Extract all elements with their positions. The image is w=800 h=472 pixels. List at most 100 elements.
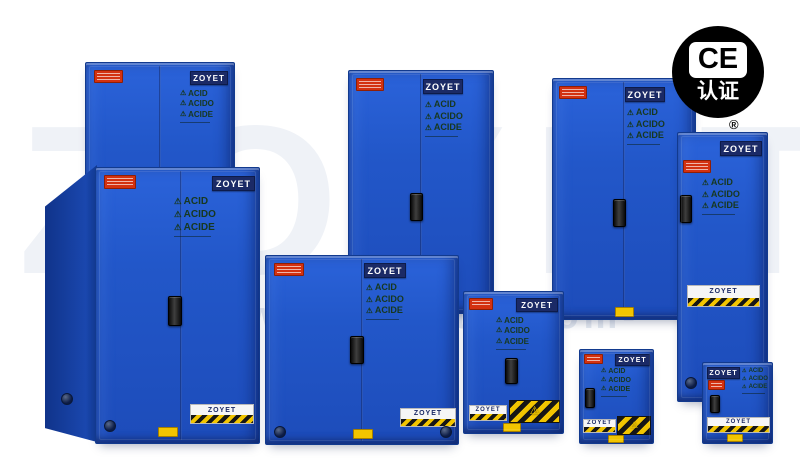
warning-line: ⚠ACID bbox=[174, 195, 216, 208]
door-handle bbox=[350, 336, 364, 364]
warning-triangle-icon: ⚠ bbox=[366, 294, 373, 304]
acid-warning-label: ⚠ACID ⚠ACIDO ⚠ACIDE bbox=[425, 99, 463, 137]
zoyet-bottom-label: ZOYET bbox=[469, 405, 507, 421]
danger-label bbox=[708, 380, 725, 390]
warning-triangle-icon: ⚠ bbox=[627, 119, 634, 129]
warning-triangle-icon: ⚠ bbox=[601, 376, 607, 383]
zoyet-logo-text: ZOYET bbox=[215, 178, 251, 189]
door-handle bbox=[505, 358, 518, 384]
door-handle bbox=[613, 199, 626, 227]
warning-text: ACIDE bbox=[608, 386, 631, 394]
hazard-stripe bbox=[708, 426, 769, 432]
warning-line: ⚠ACIDE bbox=[180, 110, 214, 120]
warning-triangle-icon: ⚠ bbox=[702, 201, 709, 211]
warning-triangle-icon: ⚠ bbox=[174, 196, 182, 207]
warning-text: ACIDO bbox=[608, 377, 631, 385]
zoyet-logo: ZOYET bbox=[625, 87, 665, 102]
warning-triangle-icon: ⚠ bbox=[425, 123, 432, 133]
bottom-label-brand: ZOYET bbox=[475, 407, 501, 414]
warning-line: ⚠ACIDE bbox=[425, 122, 463, 134]
spec-sticker bbox=[727, 434, 743, 442]
ce-mark: CE bbox=[688, 42, 748, 78]
vent-hole bbox=[61, 393, 73, 405]
warning-text: ACIDO bbox=[710, 188, 740, 199]
cabinet-front-face: ZOYET ⚠ACID ⚠ACIDO ⚠ACIDE ZOYET bbox=[95, 167, 260, 444]
warning-triangle-icon: ⚠ bbox=[174, 209, 182, 220]
warning-text: ACIDO bbox=[635, 118, 665, 129]
warning-triangle-icon: ⚠ bbox=[180, 110, 187, 118]
zoyet-logo-text: ZOYET bbox=[723, 143, 759, 154]
zoyet-bottom-label: ZOYET bbox=[190, 404, 254, 424]
vent-hole bbox=[685, 377, 697, 389]
warning-text: ACIDE bbox=[635, 130, 664, 141]
danger-label bbox=[584, 354, 603, 364]
warning-text: ACIDE bbox=[710, 200, 739, 211]
warning-triangle-icon: ⚠ bbox=[742, 383, 747, 390]
warning-line: ⚠ACID bbox=[702, 177, 740, 189]
warning-triangle-icon: ⚠ bbox=[366, 306, 373, 316]
warning-line: ⚠ACID bbox=[742, 368, 768, 376]
warning-line: ⚠ACIDO bbox=[627, 119, 665, 131]
warning-text: ACIDE bbox=[183, 222, 215, 233]
danger-label bbox=[356, 78, 384, 91]
warning-triangle-icon: ⚠ bbox=[180, 100, 187, 108]
acid-cabinet-narrow-small: ZOYET ⚠ACID ⚠ACIDO ⚠ACIDE ZOYET bbox=[702, 362, 773, 444]
warning-line: ⚠ACIDE bbox=[627, 130, 665, 142]
spec-sticker bbox=[615, 307, 634, 317]
warning-triangle-icon: ⚠ bbox=[742, 376, 747, 383]
hazard-stripe bbox=[401, 418, 455, 426]
danger-label bbox=[94, 70, 123, 83]
zoyet-logo-text: ZOYET bbox=[521, 300, 553, 310]
door-handle bbox=[585, 388, 595, 408]
warning-triangle-icon: ⚠ bbox=[496, 316, 503, 324]
bottom-label-brand: ZOYET bbox=[207, 406, 237, 414]
acid-warning-label: ⚠ACID ⚠ACIDO ⚠ACIDE bbox=[180, 89, 214, 123]
warning-line: ⚠ACIDE bbox=[496, 337, 530, 347]
warning-text: ACID bbox=[183, 196, 209, 207]
warning-line: ⚠ACIDE bbox=[742, 384, 768, 392]
door-handle bbox=[680, 195, 692, 223]
zoyet-bottom-label: ZOYET bbox=[400, 408, 456, 427]
warning-text: ACIDE bbox=[374, 305, 403, 316]
warning-text: ACIDE bbox=[748, 383, 768, 390]
warning-text: ACID bbox=[710, 177, 733, 187]
vent-hole bbox=[104, 420, 116, 432]
hazard-warning-label: ⚠ bbox=[617, 416, 651, 435]
vent-hole bbox=[274, 426, 286, 438]
warning-line: ⚠ACIDE bbox=[702, 200, 740, 212]
acid-warning-label: ⚠ACID ⚠ACIDO ⚠ACIDE bbox=[174, 195, 216, 237]
door-handle bbox=[168, 296, 182, 326]
warning-line: ⚠ACID bbox=[601, 367, 631, 376]
warning-text: ACID bbox=[748, 368, 764, 374]
warning-line: ⚠ACID bbox=[180, 89, 214, 99]
hazard-warning-label: ⚠ bbox=[509, 400, 560, 423]
warning-triangle-icon: ⚠ bbox=[702, 178, 709, 188]
spec-sticker bbox=[353, 429, 373, 439]
zoyet-logo-text: ZOYET bbox=[193, 73, 225, 83]
warning-text: ACID bbox=[504, 316, 524, 325]
warning-line: ⚠ACIDE bbox=[366, 305, 404, 317]
spec-sticker bbox=[608, 435, 624, 443]
bottom-label-brand: ZOYET bbox=[709, 288, 738, 296]
warning-line: ⚠ACID bbox=[627, 107, 665, 119]
danger-label bbox=[104, 175, 136, 189]
bottom-label-brand: ZOYET bbox=[725, 419, 751, 426]
zoyet-logo-text: ZOYET bbox=[709, 369, 738, 377]
ce-certification-badge: CE 认证 bbox=[672, 26, 764, 118]
bottom-label-brand: ZOYET bbox=[413, 410, 443, 418]
acid-warning-label: ⚠ACID ⚠ACIDO ⚠ACIDE bbox=[702, 177, 740, 215]
warning-triangle-icon: ⚠ bbox=[496, 327, 503, 335]
zoyet-logo: ZOYET bbox=[423, 79, 463, 94]
vent-hole bbox=[440, 426, 452, 438]
zoyet-logo: ZOYET bbox=[516, 298, 558, 312]
warning-text: ACIDE bbox=[504, 336, 529, 346]
bottom-label-brand: ZOYET bbox=[586, 420, 612, 427]
acid-warning-label: ⚠ACID ⚠ACIDO ⚠ACIDE bbox=[627, 107, 665, 145]
warning-triangle-icon: ⚠ bbox=[425, 100, 432, 110]
spec-sticker bbox=[158, 427, 178, 437]
acid-warning-label: ⚠ACID ⚠ACIDO ⚠ACIDE bbox=[742, 368, 768, 394]
zoyet-logo: ZOYET bbox=[707, 367, 740, 379]
zoyet-bottom-label: ZOYET bbox=[583, 419, 616, 433]
door-gap bbox=[420, 74, 422, 310]
zoyet-logo-text: ZOYET bbox=[367, 265, 403, 276]
